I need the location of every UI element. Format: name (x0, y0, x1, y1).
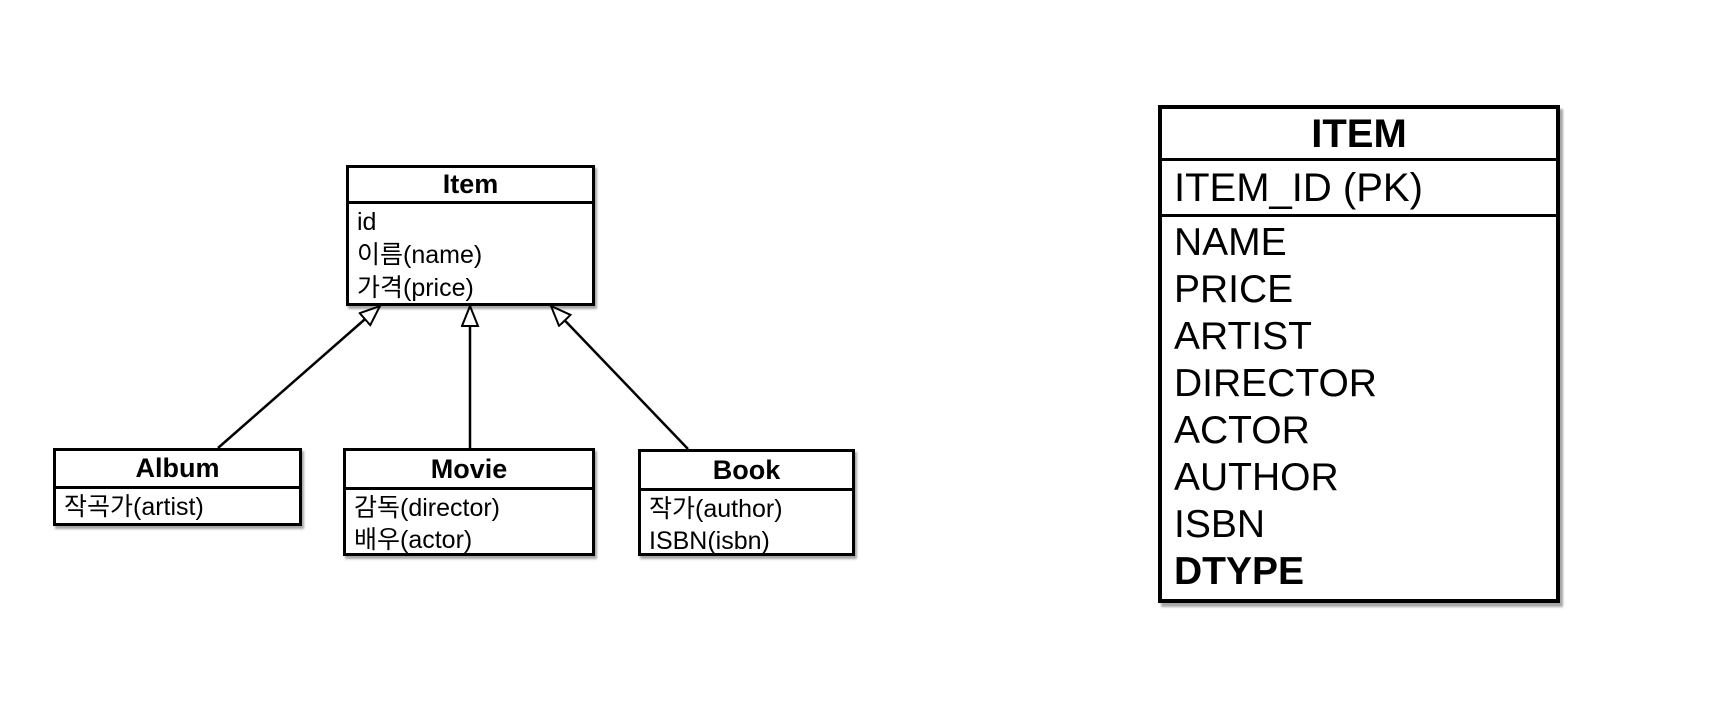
er-column-row: NAME (1174, 221, 1287, 264)
er-column-row: ARTIST (1174, 315, 1312, 358)
class-attributes-movie: 감독(director) 배우(actor) (346, 490, 592, 556)
generalization-arrow-album-to-item (217, 306, 380, 449)
er-table-title: ITEM (1162, 109, 1556, 161)
inheritance-arrows-svg (217, 0, 689, 450)
class-title-movie: Movie (346, 451, 592, 490)
class-attribute: 작곡가(artist) (64, 493, 204, 521)
class-box-movie: Movie 감독(director) 배우(actor) (343, 448, 595, 556)
class-attributes-item: id 이름(name) 가격(price) (349, 204, 592, 305)
class-attribute: 감독(director) (354, 494, 501, 522)
class-box-album: Album 작곡가(artist) (53, 448, 302, 526)
class-attribute: 작가(author) (649, 495, 783, 523)
class-box-book: Book 작가(author) ISBN(isbn) (638, 449, 855, 556)
class-attribute: 배우(actor) (354, 526, 473, 554)
class-title-book: Book (641, 452, 852, 491)
er-primary-key-row: ITEM_ID (PK) (1162, 161, 1556, 217)
class-title-album: Album (56, 451, 299, 489)
class-title-item: Item (349, 168, 592, 204)
er-columns: NAME PRICE ARTIST DIRECTOR ACTOR AUTHOR … (1162, 217, 1556, 595)
class-box-item: Item id 이름(name) 가격(price) (346, 165, 595, 306)
er-column-row: PRICE (1174, 268, 1294, 311)
class-attribute: ISBN(isbn) (649, 527, 770, 555)
er-column-row: DIRECTOR (1174, 362, 1377, 405)
er-column-row-dtype: DTYPE (1174, 550, 1305, 593)
er-column-row: ACTOR (1174, 409, 1310, 452)
class-attributes-book: 작가(author) ISBN(isbn) (641, 491, 852, 557)
er-column-row: AUTHOR (1174, 456, 1339, 499)
class-attribute: id (357, 208, 377, 236)
er-table-item: ITEM ITEM_ID (PK) NAME PRICE ARTIST DIRE… (1158, 105, 1560, 603)
class-attribute: 가격(price) (357, 274, 474, 302)
class-attributes-album: 작곡가(artist) (56, 489, 299, 524)
generalization-arrow-book-to-item (551, 306, 689, 450)
class-attribute: 이름(name) (357, 241, 483, 269)
er-column-row: ISBN (1174, 503, 1266, 546)
